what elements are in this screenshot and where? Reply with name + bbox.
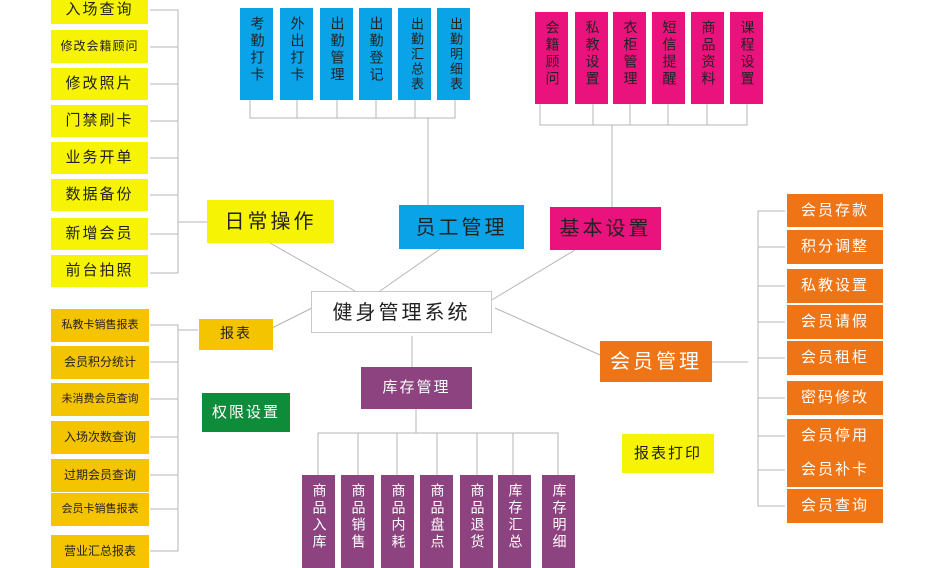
- daily-item: 前台拍照: [51, 255, 148, 287]
- member-item: 会员租柜: [787, 341, 883, 375]
- member-item: 私教设置: [787, 269, 883, 303]
- inventory-node: 库存管理: [361, 367, 472, 409]
- daily-ops-node: 日常操作: [207, 200, 334, 243]
- inventory-item: 库存汇总: [498, 475, 531, 568]
- report-item: 营业汇总报表: [51, 535, 149, 568]
- basic-settings-node: 基本设置: [550, 207, 661, 250]
- staff-item: 外出打卡: [280, 8, 313, 100]
- member-item: 密码修改: [787, 381, 883, 415]
- basic-item: 短信提醒: [652, 12, 685, 104]
- daily-item: 修改照片: [51, 68, 148, 100]
- inventory-item: 商品销售: [341, 475, 374, 568]
- report-item: 会员卡销售报表: [51, 493, 149, 526]
- report-item: 未消费会员查询: [51, 383, 149, 416]
- daily-item: 新增会员: [51, 218, 148, 250]
- basic-item: 商品资料: [691, 12, 724, 104]
- report-node: 报表: [199, 319, 273, 350]
- daily-item: 业务开单: [51, 142, 148, 174]
- inventory-item: 商品盘点: [420, 475, 453, 568]
- staff-item: 考勤打卡: [240, 8, 273, 100]
- member-item: 积分调整: [787, 230, 883, 264]
- report-item: 入场次数查询: [51, 421, 149, 454]
- basic-item: 会籍顾问: [535, 12, 568, 104]
- daily-item: 数据备份: [51, 179, 148, 211]
- daily-item: 门禁刷卡: [51, 105, 148, 137]
- inventory-item: 商品退货: [460, 475, 493, 568]
- member-item: 会员请假: [787, 305, 883, 339]
- report-item: 会员积分统计: [51, 346, 149, 379]
- staff-node: 员工管理: [399, 205, 524, 249]
- daily-item: 入场查询: [51, 0, 148, 24]
- member-mgmt-node: 会员管理: [600, 341, 712, 382]
- inventory-item: 商品内耗: [381, 475, 414, 568]
- staff-item: 出勤登记: [359, 8, 392, 100]
- staff-item: 出勤明细表: [437, 8, 470, 100]
- member-item: 会员补卡: [787, 453, 883, 487]
- staff-item: 出勤汇总表: [398, 8, 431, 100]
- report-item: 私教卡销售报表: [51, 309, 149, 342]
- member-item: 会员查询: [787, 489, 883, 523]
- report-print-node: 报表打印: [622, 434, 714, 473]
- basic-item: 课程设置: [730, 12, 763, 104]
- inventory-item: 库存明细: [542, 475, 575, 568]
- inventory-item: 商品入库: [302, 475, 335, 568]
- staff-item: 出勤管理: [320, 8, 353, 100]
- permission-settings-node: 权限设置: [202, 393, 290, 432]
- basic-item: 衣柜管理: [613, 12, 646, 104]
- member-item: 会员停用: [787, 419, 883, 453]
- basic-item: 私教设置: [575, 12, 608, 104]
- center-node: 健身管理系统: [311, 291, 492, 333]
- report-item: 过期会员查询: [51, 459, 149, 492]
- member-item: 会员存款: [787, 194, 883, 227]
- daily-item: 修改会籍顾问: [51, 30, 148, 63]
